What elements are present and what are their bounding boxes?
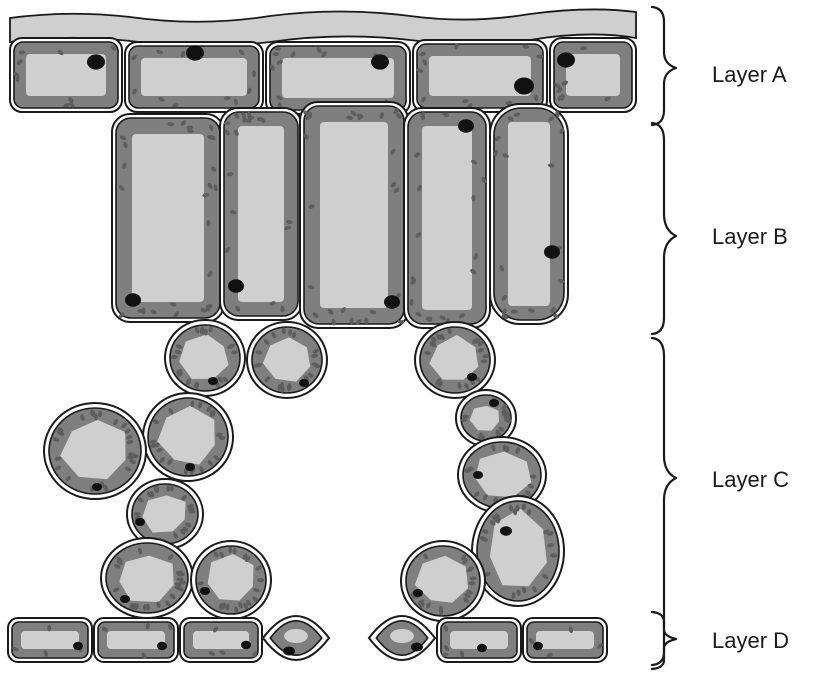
vacuole: [21, 631, 79, 649]
nucleus: [87, 54, 105, 69]
epidermis-cell-1: [10, 38, 122, 112]
lower-epidermis-cell-2: [94, 618, 178, 662]
nucleus: [473, 471, 483, 479]
vacuole: [536, 631, 594, 649]
palisade-cell-3: [300, 102, 408, 328]
guard-cell-left: [263, 616, 329, 660]
nucleus: [299, 379, 309, 387]
palisade-cell-2: [220, 108, 302, 320]
nucleus: [458, 119, 474, 133]
palisade-cell-1: [112, 114, 224, 322]
label-layer-d: Layer D: [712, 628, 789, 653]
guard-cell-right: [369, 616, 435, 660]
nucleus: [200, 587, 210, 595]
nucleus: [544, 245, 560, 259]
spongy-cell-2: [247, 322, 327, 398]
vacuole: [320, 122, 388, 308]
spongy-cell-11: [191, 541, 271, 619]
vacuole: [508, 122, 550, 306]
spongy-cell-4: [143, 393, 233, 481]
nucleus: [125, 293, 141, 307]
vacuole: [193, 631, 249, 649]
brace-layer-b: [652, 123, 676, 334]
palisade-cell-4: [404, 108, 490, 328]
palisade-cell-5: [490, 104, 568, 324]
nucleus: [283, 647, 295, 656]
nucleus: [73, 642, 83, 651]
nucleus: [241, 641, 251, 650]
nucleus: [533, 642, 543, 651]
nucleus: [500, 526, 512, 536]
lower-epidermis-cell-5: [523, 618, 607, 662]
vacuole: [141, 58, 247, 96]
spongy-cell-1: [165, 320, 245, 396]
brace-layer-a: [652, 7, 676, 125]
nucleus: [411, 643, 423, 652]
nucleus: [489, 399, 499, 407]
lower-epidermis-cell-4: [437, 618, 521, 662]
spongy-cell-10: [101, 538, 193, 618]
nucleus: [557, 52, 575, 67]
nucleus: [371, 54, 389, 69]
layer-d-cells: [8, 616, 607, 662]
nucleus: [228, 279, 244, 293]
epidermis-cell-5: [550, 38, 636, 112]
spongy-cell-5: [44, 403, 146, 499]
nucleus: [384, 295, 400, 309]
nucleus: [208, 377, 218, 385]
vacuole: [132, 134, 204, 302]
nucleus: [514, 78, 534, 95]
nucleus: [186, 45, 204, 60]
label-layer-b: Layer B: [712, 224, 788, 249]
nucleus: [135, 518, 145, 526]
nucleus: [92, 483, 102, 491]
spongy-cell-12: [401, 541, 485, 621]
lower-epidermis-cell-3: [180, 618, 262, 662]
layer-c-cells: [44, 320, 564, 621]
epidermis-cell-4: [413, 40, 547, 112]
label-layer-c: Layer C: [712, 467, 789, 492]
vacuole: [390, 629, 414, 643]
lower-epidermis-cell-1: [8, 618, 92, 662]
spongy-cell-9: [472, 496, 564, 606]
nucleus: [120, 595, 130, 603]
nucleus: [185, 463, 195, 471]
nucleus: [157, 642, 167, 651]
nucleus: [467, 373, 477, 381]
label-layer-a: Layer A: [712, 62, 787, 87]
spongy-cell-3: [415, 322, 495, 398]
vacuole: [107, 631, 165, 649]
nucleus: [477, 644, 487, 653]
vacuole: [422, 126, 472, 310]
epidermis-cell-2: [125, 42, 263, 112]
vacuole: [238, 126, 284, 302]
vacuole: [284, 629, 308, 643]
nucleus: [413, 589, 423, 597]
layer-b-cells: [112, 102, 568, 328]
brace-layer-c: [652, 338, 676, 665]
